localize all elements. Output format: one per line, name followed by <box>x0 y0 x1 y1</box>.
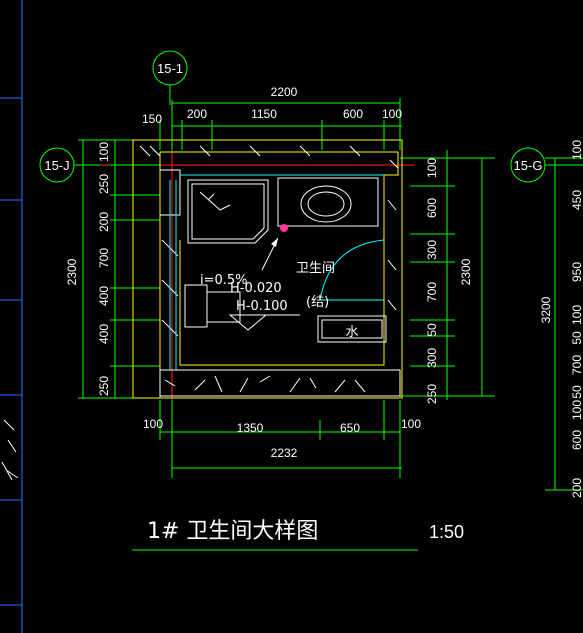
dim-chain-bottom: 100 1350 650 100 2232 <box>143 400 421 478</box>
room-name: 卫生间 <box>296 261 335 276</box>
axis-label-left: 15-J <box>44 158 69 173</box>
axis-bubble-right: 15-G <box>510 147 583 183</box>
dim-top-seg-4: 600 <box>343 107 363 121</box>
axis-bubble-left: 15-J <box>39 147 100 183</box>
level-marker-icon <box>228 314 300 331</box>
drawing-scale: 1:50 <box>429 522 464 542</box>
dim-chain-right: 100 600 300 700 50 300 250 2300 <box>400 150 495 404</box>
dim-chain-far-right: 3200 100 450 950 100 50 700 50 100 600 2… <box>539 140 583 498</box>
dim-bottom-seg-4: 100 <box>401 417 421 431</box>
dim-far-right-seg-10: 200 <box>570 478 583 498</box>
washbasin <box>277 177 379 232</box>
dim-top-seg-2: 200 <box>187 107 207 121</box>
dim-far-right-seg-8: 100 <box>570 400 583 420</box>
axis-label-top: 15-1 <box>157 61 183 76</box>
dim-far-right-seg-9: 600 <box>570 430 583 450</box>
water-label: 水 <box>345 325 358 340</box>
axis-bubble-top: 15-1 <box>152 50 188 105</box>
dim-far-right-seg-7: 50 <box>570 385 583 399</box>
dim-left-seg-6: 400 <box>97 324 111 344</box>
axis-label-right: 15-G <box>514 158 543 173</box>
level-1: H-0.020 <box>230 281 282 296</box>
dim-right-seg-5: 50 <box>425 323 439 337</box>
dim-bottom-seg-3: 650 <box>340 421 360 435</box>
dim-right-seg-3: 300 <box>425 240 439 260</box>
dim-far-right-seg-6: 700 <box>570 355 583 375</box>
dim-right-seg-1: 100 <box>425 158 439 178</box>
dim-bottom-total: 2232 <box>271 446 298 460</box>
dim-right-seg-7: 250 <box>425 384 439 404</box>
dim-left-total: 2300 <box>65 258 79 285</box>
dim-far-right-seg-1: 100 <box>570 140 583 160</box>
dim-right-total: 2300 <box>459 258 473 285</box>
structural-note: (结) <box>306 295 329 310</box>
toilet <box>184 284 241 328</box>
room-walls <box>132 139 403 399</box>
floor-drain-icon <box>280 224 288 232</box>
dim-bottom-seg-1: 100 <box>143 417 163 431</box>
slope-arrow <box>261 237 279 271</box>
dim-left-seg-1: 100 <box>97 142 111 162</box>
dim-right-seg-6: 300 <box>425 348 439 368</box>
dim-left-seg-4: 700 <box>97 248 111 268</box>
dim-left-seg-7: 250 <box>97 376 111 396</box>
dim-far-right-seg-3: 950 <box>570 262 583 282</box>
floor-slope: i=0.5% <box>200 273 248 288</box>
dim-far-right-seg-4: 100 <box>570 305 583 325</box>
level-2: H-0.100 <box>236 299 288 314</box>
dim-chain-top: 2200 150 200 1150 600 100 <box>142 85 402 150</box>
dim-right-seg-2: 600 <box>425 198 439 218</box>
drawing-title-text: 1# 卫生间大样图 <box>147 519 318 544</box>
dim-bottom-seg-2: 1350 <box>237 421 264 435</box>
dim-right-seg-4: 700 <box>425 282 439 302</box>
dim-top-seg-3: 1150 <box>251 107 277 121</box>
dim-chain-left: 2300 100 250 200 700 400 400 250 <box>65 139 160 399</box>
dim-left-seg-5: 400 <box>97 286 111 306</box>
dim-far-right-total: 3200 <box>539 296 553 323</box>
dim-left-seg-2: 250 <box>97 174 111 194</box>
dim-top-seg-5: 100 <box>382 107 402 121</box>
dim-top-total: 2200 <box>271 85 298 99</box>
shower-enclosure <box>187 179 269 244</box>
dim-left-seg-3: 200 <box>97 212 111 232</box>
drawing-title: 1# 卫生间大样图 1:50 <box>132 519 464 551</box>
left-panel-strip <box>0 0 23 633</box>
door-swing <box>319 239 385 301</box>
water-tank: 水 <box>317 315 387 343</box>
dim-top-seg-1: 150 <box>142 112 162 126</box>
dim-far-right-seg-5: 50 <box>570 331 583 345</box>
dim-far-right-seg-2: 450 <box>570 190 583 210</box>
